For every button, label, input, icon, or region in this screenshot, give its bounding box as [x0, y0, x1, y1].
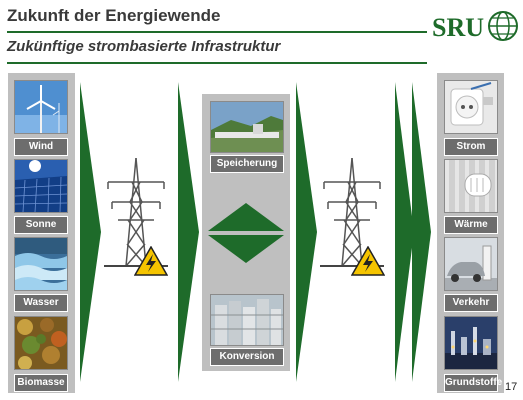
thermostat-icon [444, 159, 498, 213]
electric-car-icon [444, 237, 498, 291]
page-subtitle: Zukünftige strombasierte Infrastruktur [7, 38, 281, 55]
industrial-plant-icon [444, 316, 498, 370]
water-icon [14, 237, 68, 291]
conversion-plant-icon [210, 294, 284, 346]
flow-arrow-3 [296, 82, 317, 382]
use-label-verkehr: Verkehr [444, 294, 498, 312]
flow-arrow-4 [395, 82, 414, 382]
use-label-waerme: Wärme [444, 216, 498, 234]
sru-logo: SRU [430, 6, 520, 46]
solar-panel-icon [14, 159, 68, 213]
page-title: Zukunft der Energiewende [7, 6, 221, 25]
conversion-label: Konversion [210, 348, 284, 366]
biomass-icon [14, 316, 68, 370]
source-label-wind: Wind [14, 138, 68, 156]
use-label-strom: Strom [444, 138, 498, 156]
subtitle-divider [7, 62, 427, 64]
flow-arrow-2 [178, 82, 199, 382]
source-label-sonne: Sonne [14, 216, 68, 234]
storage-label: Speicherung [210, 155, 284, 173]
wind-turbine-icon [14, 80, 68, 134]
high-voltage-warning-icon [351, 246, 385, 276]
bidirectional-arrow-icon [208, 203, 284, 263]
logo-text: SRU [432, 13, 484, 42]
page-number: 17 [505, 381, 518, 393]
power-pylon-icon [320, 158, 384, 267]
flow-arrow-1 [80, 82, 101, 382]
high-voltage-warning-icon [134, 246, 168, 276]
flow-arrow-5 [412, 82, 431, 382]
storage-icon [210, 101, 284, 153]
source-label-biomasse: Biomasse [14, 374, 68, 392]
source-label-wasser: Wasser [14, 294, 68, 312]
use-label-grundstoffe: Grundstoffe [444, 374, 502, 392]
power-pylon-icon [104, 158, 168, 267]
title-divider [7, 31, 427, 33]
power-socket-icon [444, 80, 498, 134]
